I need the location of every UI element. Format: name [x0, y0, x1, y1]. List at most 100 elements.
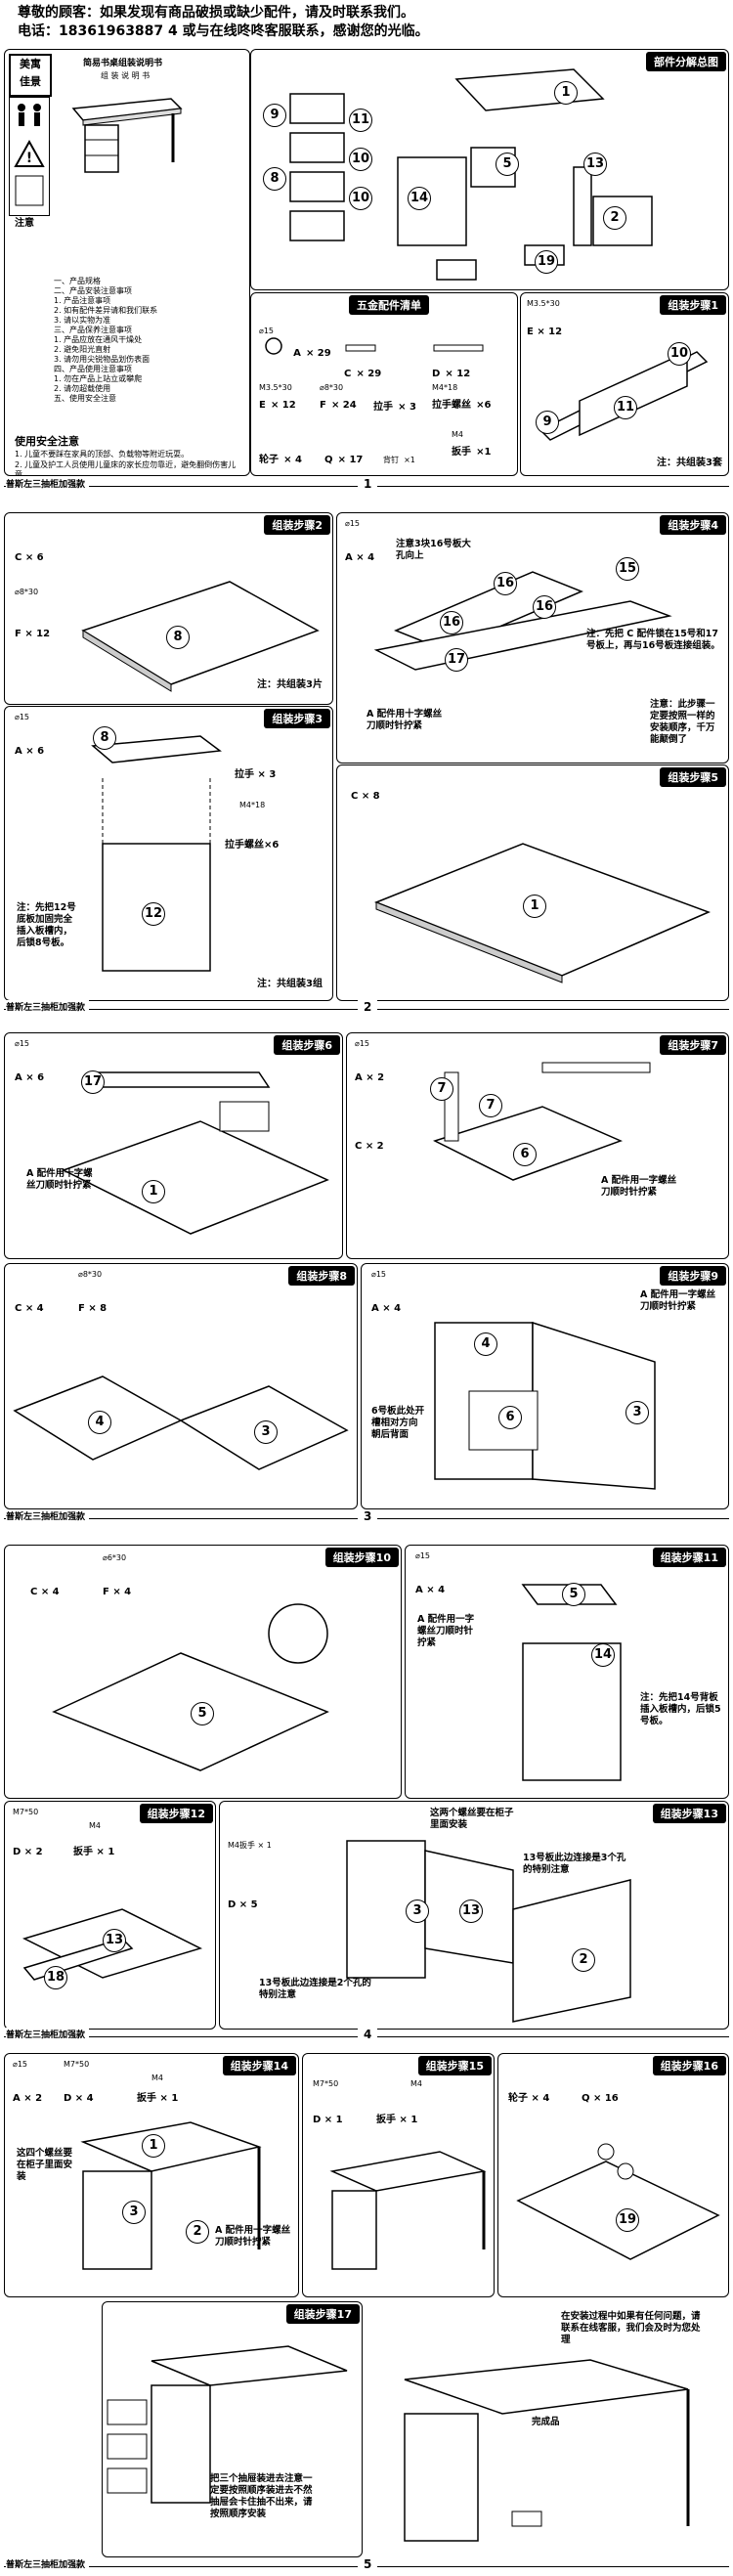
step-14-panel: 组装步骤14 ⌀15 M7*50 M4 A × 2 D × 4 扳手 × 1 1… [4, 2053, 299, 2297]
part-label: 9 [263, 104, 286, 127]
step-9-dim: ⌀15 [371, 1270, 386, 1279]
step-15-dim: M7*50 [313, 2079, 339, 2088]
page-5-footer: 普斯左三抽柜加强款 5 [4, 2557, 729, 2573]
hardware-dim: ⌀8*30 [320, 383, 344, 392]
page-4: 组装步骤10 C × 4 ⌀6*30 F × 4 5 组装步骤11 ⌀15 A … [4, 1537, 729, 2045]
step-3-left-note: 注：先把12号底板加固完全插入板槽内，后锁8号板。 [17, 902, 76, 948]
part-label: 13 [583, 153, 607, 176]
warning-title: 注意 [15, 218, 34, 229]
product-title: 简易书桌组装说明书 [83, 59, 163, 68]
step-14-part-wrench: 扳手 × 1 [137, 2093, 179, 2104]
step-13-part-d: D × 5 [228, 1899, 258, 1910]
step-15-diagram [329, 2151, 487, 2270]
hardware-qty: ×1 [476, 447, 492, 458]
part-label: 16 [533, 595, 556, 619]
step-16-title: 组装步骤16 [652, 2056, 726, 2075]
hardware-code: Q [324, 455, 333, 465]
part-label: 12 [142, 902, 165, 926]
page-5: 组装步骤14 ⌀15 M7*50 M4 A × 2 D × 4 扳手 × 1 1… [4, 2049, 729, 2572]
step-10-part-f: F × 4 [103, 1587, 132, 1597]
part-label: 6 [513, 1143, 537, 1166]
info-line: 2. 请勿超载使用 [54, 384, 111, 393]
hardware-item-wheel: 轮子 × 4 [259, 448, 302, 466]
hardware-item-handle-screw: M4*18 拉手螺丝 ×6 [432, 383, 491, 412]
step-11-dim: ⌀15 [415, 1551, 430, 1560]
page-number: 4 [358, 2028, 378, 2041]
hardware-qty: ×6 [476, 400, 492, 411]
step-10-panel: 组装步骤10 C × 4 ⌀6*30 F × 4 5 [4, 1545, 402, 1799]
header: 尊敬的顾客：如果发现有商品破损或缺少配件，请及时联系我们。 电话：1836196… [18, 4, 721, 41]
finished-note: 在安装过程中如果有任何问题，请联系在线客服，我们会及时为您处理 [561, 2311, 701, 2345]
part-label: 5 [562, 1583, 585, 1606]
hardware-code: 扳手 [452, 447, 471, 458]
footer-caption: 普斯左三抽柜加强款 [6, 477, 90, 490]
hardware-code: F [320, 400, 326, 411]
part-label: 8 [166, 626, 190, 649]
step-12-dim2: M4 [89, 1821, 101, 1830]
part-label: 2 [603, 206, 626, 230]
part-label: 5 [496, 153, 519, 176]
step-4-a-note: A 配件用十字螺丝刀顺时针拧紧 [366, 709, 443, 731]
step-2-dim: ⌀8*30 [15, 588, 39, 596]
part-label: 1 [142, 2134, 165, 2158]
step-12-panel: 组装步骤12 M7*50 M4 D × 2 扳手 × 1 13 18 [4, 1801, 216, 2030]
hardware-item-wrench: M4 扳手 ×1 [452, 430, 491, 458]
step-13-dim: M4扳手 × 1 [228, 1841, 272, 1850]
finished-product: 完成品 在安装过程中如果有任何问题，请联系在线客服，我们会及时为您处理 [395, 2301, 727, 2555]
step-6-part-a: A × 6 [15, 1072, 45, 1083]
part-label: 1 [523, 895, 546, 918]
step-7-part-c: C × 2 [355, 1141, 384, 1152]
part-label: 14 [408, 187, 431, 210]
step-11-panel: 组装步骤11 ⌀15 A × 4 A 配件用一字螺丝刀顺时针拧紧 5 14 注：… [405, 1545, 729, 1799]
step-17-title: 组装步骤17 [285, 2304, 360, 2324]
page-1: 美寓 佳景 ! 注意 简易书桌组装说明书 组 装 说 明 书 一、产品规格 二、… [4, 43, 729, 493]
desk-illustration [71, 98, 183, 173]
hardware-item-q: Q × 17 [324, 448, 363, 466]
page-2: 组装步骤2 C × 6 ⌀8*30 F × 12 8 注：共组装3片 组装步骤3… [4, 499, 729, 1017]
part-label: 13 [459, 1899, 483, 1923]
info-line: 二、产品安装注意事项 [54, 286, 132, 295]
hardware-list-panel: 五金配件清单 ⌀15 A × 29 C × 29 D × 12 M3.5*30 … [250, 292, 518, 476]
step-5-title: 组装步骤5 [660, 767, 726, 787]
step-12-dim: M7*50 [13, 1808, 39, 1816]
step-3-diagram [91, 735, 222, 972]
header-line-1: 尊敬的顾客：如果发现有商品破损或缺少配件，请及时联系我们。 [18, 5, 414, 21]
part-label: 10 [668, 342, 691, 366]
part-label: 19 [535, 250, 558, 274]
step-14-dim: ⌀15 [13, 2060, 27, 2069]
part-label: 3 [625, 1401, 649, 1424]
step-12-part-wrench: 扳手 × 1 [73, 1847, 115, 1857]
step-17-note: 把三个抽屉装进去注意一定要按照顺序装进去不然抽屉会卡住抽不出来，请按照顺序安装 [210, 2473, 313, 2519]
step-16-panel: 组装步骤16 轮子 × 4 Q × 16 19 [497, 2053, 729, 2297]
part-label: 16 [440, 611, 463, 634]
part-label: 5 [191, 1702, 214, 1725]
step-2-title: 组装步骤2 [264, 515, 330, 535]
page-3: 组装步骤6 ⌀15 A × 6 17 1 A 配件用十字螺丝刀顺时针拧紧 组装步… [4, 1023, 729, 1531]
step-6-title: 组装步骤6 [274, 1035, 340, 1055]
page-number: 2 [358, 1000, 378, 1014]
part-label: 16 [494, 572, 517, 595]
part-label: 13 [103, 1929, 126, 1952]
step-6-panel: 组装步骤6 ⌀15 A × 6 17 1 A 配件用十字螺丝刀顺时针拧紧 [4, 1032, 343, 1259]
safety-line-2: 2. 儿童及护工人员使用儿童床的家长应勿靠近，避免翻倒伤害儿童。 [15, 460, 237, 476]
step-7-part-a: A × 2 [355, 1072, 385, 1083]
step-14-title: 组装步骤14 [222, 2056, 296, 2075]
info-line: 1. 产品应放在通风干燥处 [54, 335, 143, 344]
page-1-footer: 普斯左三抽柜加强款 1 [4, 477, 729, 493]
hardware-item-a: ⌀15 A × 29 [259, 327, 331, 360]
step-10-diagram [52, 1603, 329, 1771]
page-4-footer: 普斯左三抽柜加强款 4 [4, 2028, 729, 2043]
step-14-dim2: M7*50 [64, 2060, 90, 2069]
step-12-title: 组装步骤12 [139, 1804, 213, 1823]
warning-figures: ! [9, 97, 50, 216]
step-3-note: 注：共组装3组 [257, 979, 323, 989]
hardware-qty: × 29 [305, 348, 331, 359]
step-11-title: 组装步骤11 [652, 1548, 726, 1567]
part-label: 3 [254, 1420, 278, 1444]
step-15-title: 组装步骤15 [417, 2056, 492, 2075]
step-16-diagram [516, 2143, 720, 2260]
step-13-right-note: 13号板此边连接是3个孔的特别注意 [523, 1853, 626, 1875]
step-7-panel: 组装步骤7 ⌀15 A × 2 C × 2 7 7 6 A 配件用一字螺丝刀顺时… [346, 1032, 729, 1259]
step-6-diagram [62, 1071, 329, 1235]
info-lines: 一、产品规格 二、产品安装注意事项 1. 产品注意事项 2. 如有配件差异请和我… [54, 277, 244, 404]
